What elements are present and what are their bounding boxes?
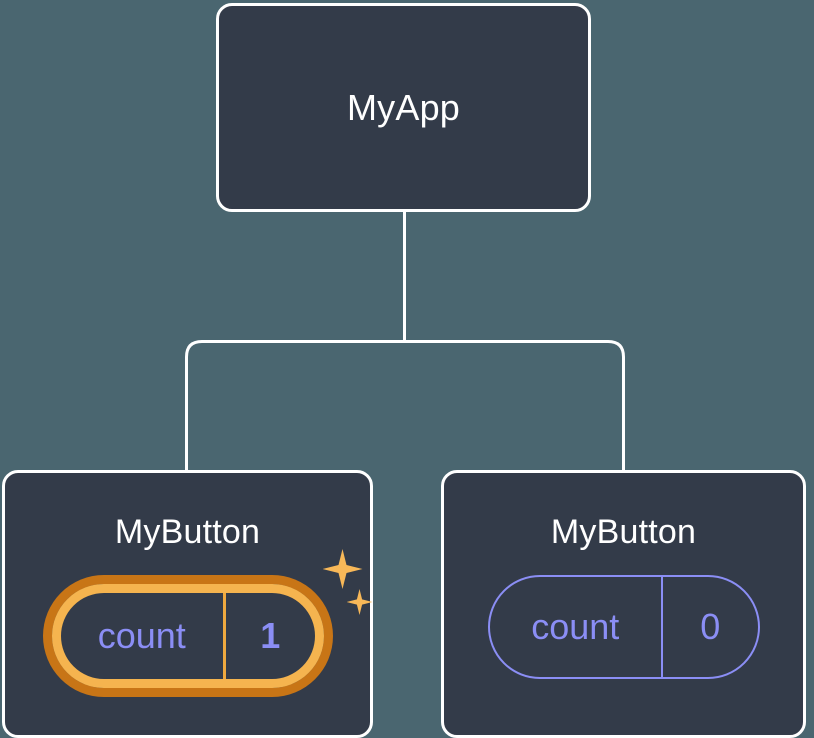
sparkle-group (319, 549, 379, 631)
sparkle-icon (322, 549, 363, 589)
connector-branch (185, 340, 625, 470)
state-key-label: count (97, 615, 186, 656)
component-node-mybutton-2[interactable]: MyButton count 0 (441, 470, 806, 738)
component-node-myapp[interactable]: MyApp (216, 3, 591, 212)
state-key-label: count (531, 606, 620, 647)
state-pill-wrapper: count 0 (487, 575, 760, 679)
component-name-label: MyButton (114, 513, 261, 551)
state-pill-highlighted[interactable]: count 1 (51, 584, 324, 688)
state-value-label: 1 (223, 593, 314, 679)
component-node-mybutton-1[interactable]: MyButton count 1 (2, 470, 373, 738)
state-pill[interactable]: count 0 (487, 575, 760, 679)
sparkle-icon (346, 589, 373, 615)
component-name-label: MyButton (550, 513, 697, 551)
state-value-label: 0 (661, 577, 757, 677)
state-pill-wrapper: count 1 (43, 549, 373, 697)
component-name-label: MyApp (346, 86, 461, 128)
